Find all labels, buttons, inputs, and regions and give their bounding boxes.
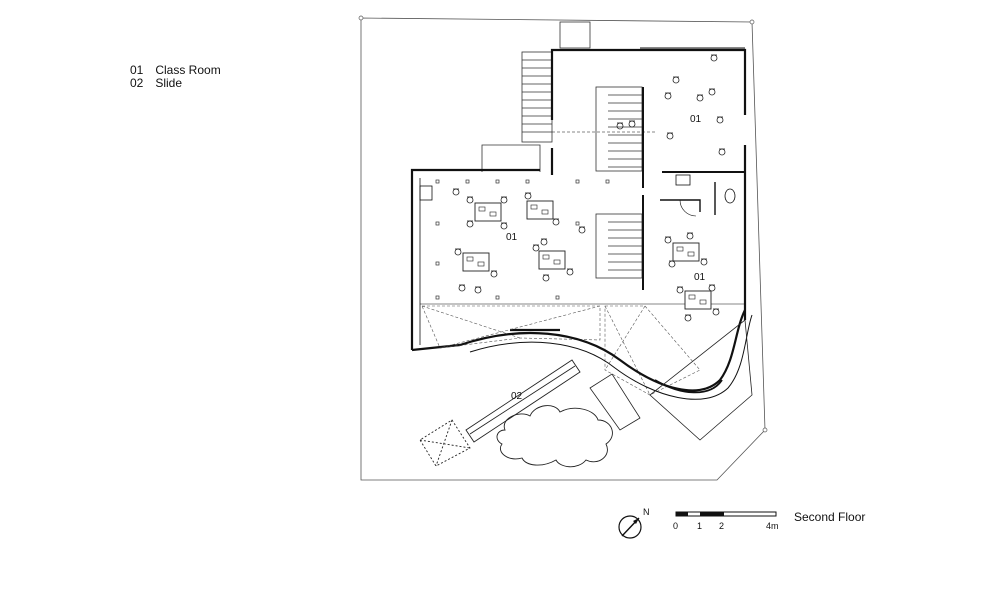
scale-tick-0: 0 [673, 521, 678, 531]
central-stair-lower [595, 195, 644, 290]
column-grid [435, 179, 610, 300]
legend-number: 01 [130, 63, 144, 77]
scale-tick-2: 2 [719, 521, 724, 531]
floor-title: Second Floor [794, 510, 866, 524]
furniture-east-classroom [664, 232, 720, 322]
upper-classroom-walls [550, 47, 747, 320]
legend-text: Slide [155, 76, 183, 90]
terrace [421, 305, 701, 396]
room-label-north-classroom: 01 [690, 114, 702, 125]
curved-slide [459, 309, 753, 400]
tree-outline [496, 405, 613, 468]
scale-tick-1: 1 [697, 521, 702, 531]
scale-bar: 0 1 2 4m [673, 511, 779, 531]
site-boundary [358, 15, 768, 481]
furniture-north-classroom [616, 54, 726, 156]
scale-tick-4m: 4m [766, 521, 779, 531]
legend-item-slide: 02 Slide [130, 77, 221, 90]
central-stair-upper [595, 86, 644, 188]
exterior-stair [481, 21, 591, 172]
room-label-west-classroom: 01 [506, 232, 518, 243]
legend-number: 02 [130, 76, 144, 90]
restroom-block [660, 171, 745, 217]
room-label-east-classroom: 01 [694, 272, 706, 283]
straight-slide [419, 319, 753, 467]
furniture-west-classroom [452, 188, 586, 294]
north-label: N [643, 507, 650, 517]
legend-text: Class Room [155, 63, 221, 77]
legend: 01 Class Room 02 Slide [130, 64, 221, 90]
legend-item-class-room: 01 Class Room [130, 64, 221, 77]
room-label-slide: 02 [511, 391, 523, 402]
north-arrow-icon: N [618, 507, 650, 539]
